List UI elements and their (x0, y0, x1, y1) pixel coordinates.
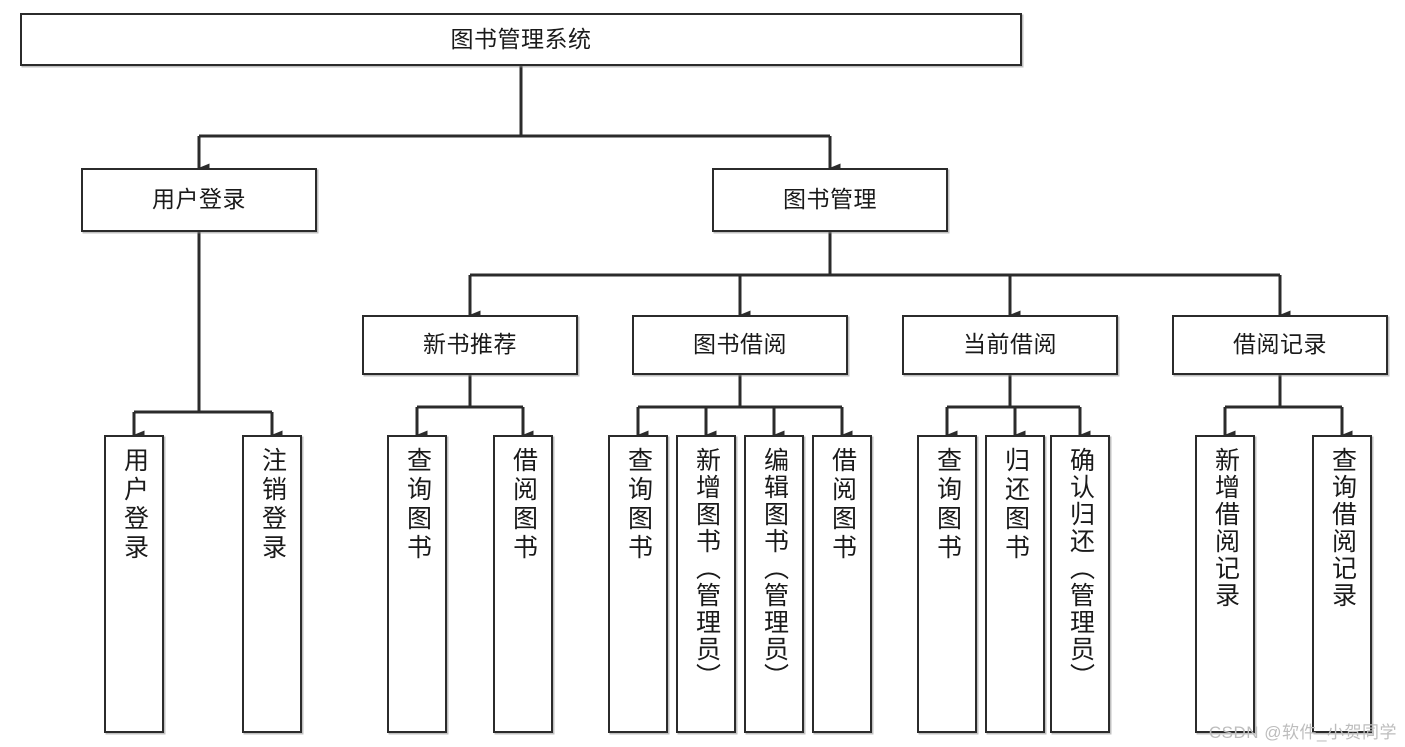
node-label: 当前借阅 (963, 331, 1057, 358)
node-label: 查询图书 (933, 447, 962, 563)
node-label: 确认归还（管理员） (1066, 447, 1095, 690)
node-label: 查询借阅记录 (1328, 447, 1357, 609)
node-book-management[interactable]: 图书管理 (712, 168, 948, 232)
node-label: 编辑图书（管理员） (760, 447, 789, 690)
leaf-record-add-borrow-record[interactable]: 新增借阅记录 (1195, 435, 1255, 733)
leaf-recommend-query-book[interactable]: 查询图书 (387, 435, 447, 733)
leaf-current-confirm-return-admin[interactable]: 确认归还（管理员） (1050, 435, 1110, 733)
node-label: 图书借阅 (693, 331, 787, 358)
node-label: 用户登录 (152, 186, 246, 213)
leaf-user-login-login[interactable]: 用户登录 (104, 435, 164, 733)
leaf-borrow-query-book[interactable]: 查询图书 (608, 435, 668, 733)
leaf-user-login-logout[interactable]: 注销登录 (242, 435, 302, 733)
node-label: 归还图书 (1001, 447, 1030, 563)
leaf-borrow-edit-book-admin[interactable]: 编辑图书（管理员） (744, 435, 804, 733)
node-user-login[interactable]: 用户登录 (81, 168, 317, 232)
leaf-recommend-borrow-book[interactable]: 借阅图书 (493, 435, 553, 733)
leaf-record-query-borrow-record[interactable]: 查询借阅记录 (1312, 435, 1372, 733)
node-label: 图书管理系统 (450, 25, 592, 52)
node-label: 新增图书（管理员） (692, 447, 721, 690)
node-label: 借阅图书 (509, 447, 538, 563)
node-label: 注销登录 (258, 447, 287, 563)
node-book-borrow[interactable]: 图书借阅 (632, 315, 848, 375)
node-root-book-management-system[interactable]: 图书管理系统 (20, 13, 1022, 66)
node-borrow-record[interactable]: 借阅记录 (1172, 315, 1388, 375)
node-current-borrow[interactable]: 当前借阅 (902, 315, 1118, 375)
leaf-current-query-book[interactable]: 查询图书 (917, 435, 977, 733)
leaf-borrow-borrow-book[interactable]: 借阅图书 (812, 435, 872, 733)
watermark: CSDN @软件_小贺同学 (1208, 723, 1397, 742)
leaf-current-return-book[interactable]: 归还图书 (985, 435, 1045, 733)
node-label: 图书管理 (783, 186, 877, 213)
node-label: 借阅图书 (828, 447, 857, 563)
node-label: 新书推荐 (423, 331, 517, 358)
node-label: 借阅记录 (1233, 331, 1327, 358)
leaf-borrow-add-book-admin[interactable]: 新增图书（管理员） (676, 435, 736, 733)
node-label: 查询图书 (624, 447, 653, 563)
node-label: 用户登录 (120, 447, 149, 563)
node-label: 查询图书 (403, 447, 432, 563)
node-label: 新增借阅记录 (1211, 447, 1240, 609)
node-new-book-recommend[interactable]: 新书推荐 (362, 315, 578, 375)
